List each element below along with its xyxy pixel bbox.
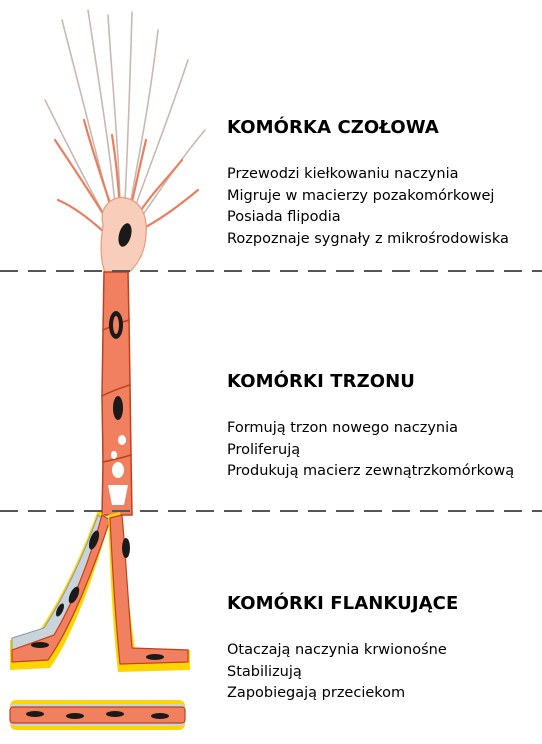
section-description: Otaczają naczynia krwionośne Stabilizują… <box>227 640 542 705</box>
section-tip-cell: KOMÓRKA CZOŁOWA Przewodzi kiełkowaniu na… <box>227 117 542 250</box>
section-description: Przewodzi kiełkowaniu naczynia Migruje w… <box>227 164 542 250</box>
description-line: Zapobiegają przeciekom <box>227 683 542 705</box>
stalk-cells <box>102 272 132 515</box>
description-line: Formują trzon nowego naczynia <box>227 418 542 440</box>
description-line: Migruje w macierzy pozakomórkowej <box>227 186 542 208</box>
section-title: KOMÓRKA CZOŁOWA <box>227 117 542 138</box>
phalanx-vessel <box>10 510 190 672</box>
description-line: Przewodzi kiełkowaniu naczynia <box>227 164 542 186</box>
section-phalanx-cells: KOMÓRKI FLANKUJĄCE Otaczają naczynia krw… <box>227 593 542 705</box>
description-line: Posiada flipodia <box>227 207 542 229</box>
description-line: Otaczają naczynia krwionośne <box>227 640 542 662</box>
filopodia <box>45 10 205 225</box>
description-line: Proliferują <box>227 440 542 462</box>
description-line: Rozpoznaje sygnały z mikrośrodowiska <box>227 229 542 251</box>
section-title: KOMÓRKI TRZONU <box>227 371 542 392</box>
section-title: KOMÓRKI FLANKUJĄCE <box>227 593 542 614</box>
description-line: Stabilizują <box>227 662 542 684</box>
description-line: Produkują macierz zewnątrzkomórkową <box>227 461 542 483</box>
section-stalk-cells: KOMÓRKI TRZONU Formują trzon nowego nacz… <box>227 371 542 483</box>
section-description: Formują trzon nowego naczynia Proliferuj… <box>227 418 542 483</box>
horizontal-vessel <box>10 700 185 730</box>
